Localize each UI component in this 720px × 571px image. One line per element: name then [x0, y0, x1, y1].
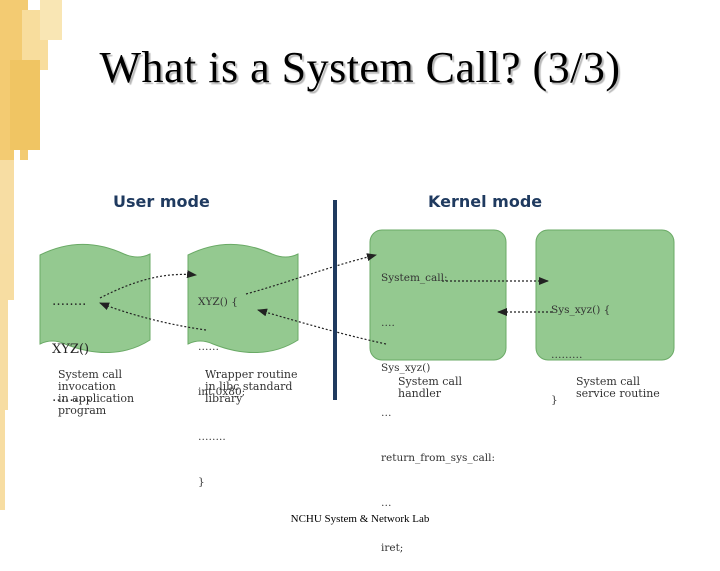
call-arrow-app-to-wrapper	[99, 270, 197, 299]
code-line: XYZ()	[52, 342, 90, 357]
code-line: ………	[551, 349, 583, 361]
code-line: ……..	[198, 431, 226, 443]
code-line: System_call:	[381, 272, 448, 284]
system-call-diagram	[39, 229, 675, 361]
code-line: iret;	[381, 542, 404, 554]
service-box-code: Sys_xyz() { ……… }	[551, 273, 610, 423]
code-line: …	[381, 407, 392, 419]
code-line: XYZ() {	[198, 296, 238, 308]
kernel-mode-label: Kernel mode	[428, 192, 543, 211]
code-line: ……..	[52, 294, 87, 309]
system-call-handler-box	[369, 229, 507, 361]
mode-divider	[333, 200, 337, 400]
app-box-caption: System call invocation in application pr…	[58, 368, 135, 417]
trap-arrow-wrapper-to-handler	[245, 253, 377, 295]
code-line: int 0x80;	[198, 386, 246, 398]
code-line: ….	[381, 317, 395, 329]
code-line: return_from_sys_call:	[381, 452, 496, 464]
slide-footer: NCHU System & Network Lab	[290, 513, 430, 525]
wrapper-routine-box	[187, 243, 299, 353]
code-line: Sys_xyz()	[381, 362, 431, 374]
wrapper-box-code: XYZ() { …… int 0x80; …….. }	[198, 265, 245, 505]
code-line: ………	[52, 390, 91, 405]
code-line: Sys_xyz() {	[551, 304, 611, 316]
slide-title: What is a System Call? (3/3)	[99, 43, 621, 92]
service-box-caption: System call service routine	[576, 375, 660, 400]
return-arrow-wrapper-to-app	[99, 302, 207, 331]
user-mode-label: User mode	[113, 192, 210, 211]
code-line: }	[551, 394, 558, 406]
code-line: }	[198, 476, 205, 488]
wrapper-box-caption: Wrapper routine in libc standard library	[205, 368, 298, 405]
code-line: …	[381, 497, 392, 509]
handler-box-caption: System call handler	[398, 375, 463, 400]
service-routine-box	[535, 229, 675, 361]
code-line: ……	[198, 341, 219, 353]
app-program-box	[39, 243, 151, 353]
app-box-code: …….. XYZ() ………	[52, 262, 91, 422]
